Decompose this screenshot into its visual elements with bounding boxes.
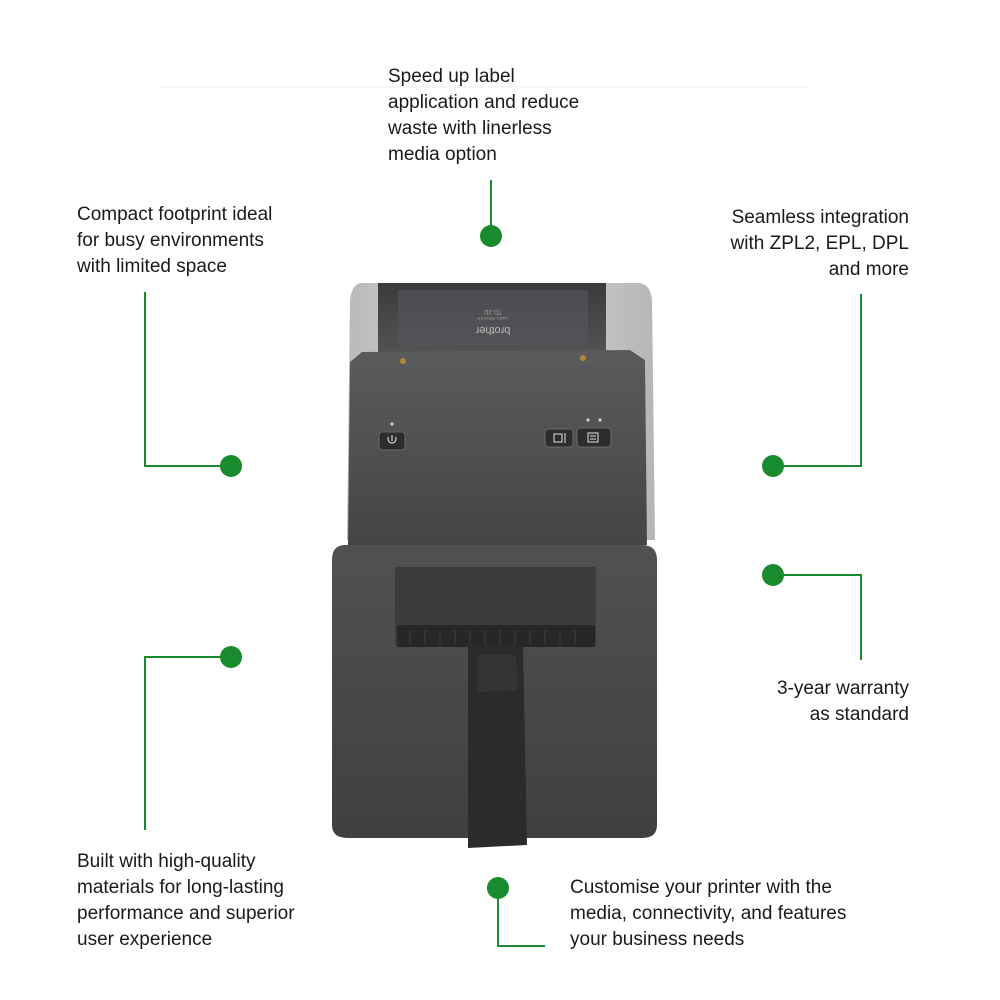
dot-top — [480, 225, 502, 247]
dot-bottom-right — [487, 877, 509, 899]
lid-screw-left — [400, 358, 406, 364]
status-led-2 — [598, 418, 602, 422]
dot-mid-right — [762, 564, 784, 586]
callout-integration: Seamless integration with ZPL2, EPL, DPL… — [730, 207, 909, 280]
cut-icon — [587, 432, 599, 443]
connector-bottom-left — [144, 656, 231, 830]
callout-warranty: 3-year warranty as standard — [777, 678, 909, 725]
callout-linerless: Speed up label application and reduce wa… — [388, 66, 580, 165]
callout-materials: Built with high-quality materials for lo… — [77, 851, 295, 950]
connector-bottom-right — [497, 888, 545, 947]
printer-brand-text: brother — [475, 324, 510, 336]
status-led-1 — [586, 418, 590, 422]
dot-bottom-left — [220, 646, 242, 668]
cut-button-shape — [576, 427, 612, 448]
dot-top-left — [220, 455, 242, 477]
printer-model-text: TD-2D — [484, 308, 502, 314]
callout-customise: Customise your printer with the media, c… — [570, 877, 847, 950]
slot-teeth — [409, 630, 576, 645]
connector-top-left — [144, 292, 231, 467]
callout-compact-footprint: Compact footprint ideal for busy environ… — [77, 204, 273, 277]
connector-mid-right — [773, 574, 862, 660]
label-output-slot — [397, 625, 595, 647]
status-led-power — [390, 422, 394, 426]
callout-dots — [220, 225, 784, 899]
power-icon — [387, 435, 397, 444]
printer-top-lid — [348, 350, 647, 545]
feed-button-shape — [544, 428, 574, 448]
connector-top-right — [773, 294, 862, 467]
callout-connectors — [144, 180, 862, 947]
feed-icon — [553, 433, 566, 443]
printer-branding: brother LABEL PRINTER TD-2D — [475, 308, 510, 336]
dot-top-right — [762, 455, 784, 477]
label-stand — [468, 645, 527, 848]
lid-screw-right — [580, 355, 586, 361]
printer-model-caption: LABEL PRINTER — [477, 316, 508, 321]
